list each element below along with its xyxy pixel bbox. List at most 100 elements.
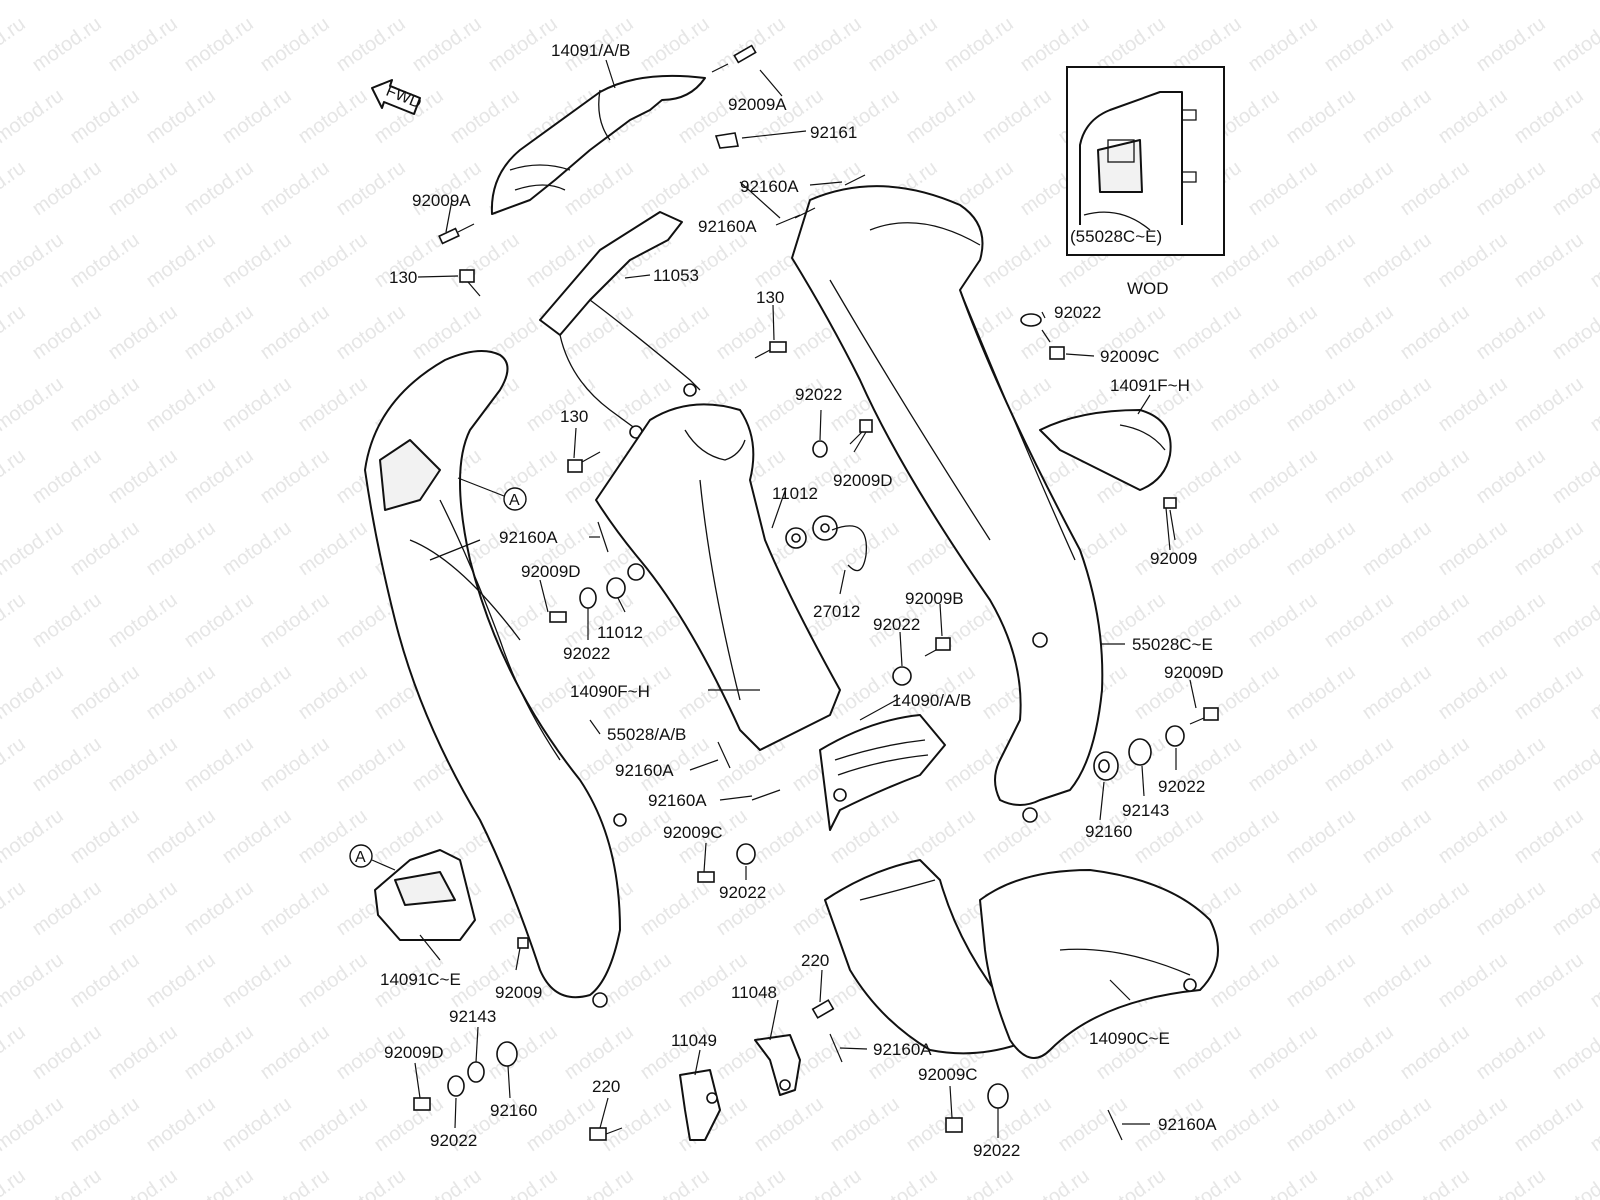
watermark-text: motod.ru: [598, 1093, 675, 1156]
watermark-text: motod.ru: [1244, 589, 1321, 652]
label-92009d-l: 92009D: [521, 562, 581, 581]
watermark-text: motod.ru: [180, 877, 257, 940]
watermark-text: motod.ru: [750, 1093, 827, 1156]
watermark-text: motod.ru: [826, 517, 903, 580]
watermark-text: motod.ru: [1282, 949, 1359, 1012]
watermark-text: motod.ru: [180, 157, 257, 220]
bolt-icon: [945, 1117, 963, 1133]
watermark-text: motod.ru: [1472, 13, 1549, 76]
grommet-icon: [1093, 751, 1119, 781]
watermark-text: motod.ru: [66, 517, 143, 580]
watermark-text: motod.ru: [1206, 1093, 1283, 1156]
watermark-text: motod.ru: [1396, 301, 1473, 364]
watermark-text: motod.ru: [560, 589, 637, 652]
watermark-text: motod.ru: [66, 1093, 143, 1156]
label-92009d-c: 92009D: [833, 471, 893, 490]
watermark-text: motod.ru: [712, 1165, 789, 1200]
watermark-text: motod.ru: [408, 157, 485, 220]
watermark-text: motod.ru: [446, 229, 523, 292]
label-92022-l: 92022: [563, 644, 610, 663]
watermark-text: motod.ru: [28, 877, 105, 940]
watermark-text: motod.ru: [218, 661, 295, 724]
clip-icon: [714, 132, 739, 149]
watermark-text: motod.ru: [1434, 661, 1511, 724]
bolt-icon: [1189, 707, 1219, 725]
label-55028ab: 55028/A/B: [607, 725, 686, 744]
watermark-text: motod.ru: [1244, 877, 1321, 940]
label-14090ab: 14090/A/B: [892, 691, 971, 710]
watermark-text: motod.ru: [1054, 0, 1131, 4]
watermark-text: motod.ru: [1586, 661, 1600, 724]
bolt-icon: [924, 637, 951, 657]
watermark-text: motod.ru: [1510, 1093, 1587, 1156]
watermark-text: motod.ru: [1472, 1021, 1549, 1084]
watermark-text: motod.ru: [408, 1165, 485, 1200]
watermark-text: motod.ru: [256, 301, 333, 364]
bolt-icon: [711, 44, 757, 73]
washer-icon: [467, 1061, 485, 1083]
watermark-text: motod.ru: [142, 0, 219, 4]
part-right-side-panel: [791, 185, 1104, 823]
watermark-text: motod.ru: [294, 373, 371, 436]
watermark-text: motod.ru: [256, 157, 333, 220]
inset-tag: WOD: [1127, 279, 1169, 298]
label-92160-l: 92160: [490, 1101, 537, 1120]
pin-icon: [717, 741, 731, 769]
watermark-text: motod.ru: [218, 0, 295, 4]
pin-icon: [751, 789, 781, 801]
watermark-text: motod.ru: [1434, 0, 1511, 4]
watermark-text: motod.ru: [104, 445, 181, 508]
watermark-text: motod.ru: [1510, 85, 1587, 148]
watermark-text: motod.ru: [142, 373, 219, 436]
watermark-text: motod.ru: [750, 0, 827, 4]
watermark-text: motod.ru: [0, 949, 68, 1012]
watermark-text: motod.ru: [1358, 805, 1435, 868]
watermark-text: motod.ru: [1282, 805, 1359, 868]
watermark-text: motod.ru: [978, 229, 1055, 292]
watermark-text: motod.ru: [28, 157, 105, 220]
label-92160a-6: 92160A: [873, 1040, 932, 1059]
watermark-text: motod.ru: [180, 733, 257, 796]
watermark-text: motod.ru: [180, 1165, 257, 1200]
watermark-text: motod.ru: [1472, 1165, 1549, 1200]
watermark-text: motod.ru: [180, 445, 257, 508]
watermark-text: motod.ru: [408, 13, 485, 76]
inset-caption: (55028C~E): [1070, 227, 1162, 246]
watermark-text: motod.ru: [1510, 949, 1587, 1012]
label-92160-r: 92160: [1085, 822, 1132, 841]
watermark-text: motod.ru: [294, 949, 371, 1012]
watermark-text: motod.ru: [1358, 373, 1435, 436]
watermark-text: motod.ru: [1434, 1093, 1511, 1156]
watermark-text: motod.ru: [294, 0, 371, 4]
watermark-text: motod.ru: [1434, 949, 1511, 1012]
leader-lines: [414, 59, 1197, 1138]
watermark-text: motod.ru: [28, 13, 105, 76]
watermark-text: motod.ru: [1168, 1165, 1245, 1200]
label-11053: 11053: [653, 266, 699, 285]
watermark-text: motod.ru: [66, 949, 143, 1012]
label-14090ce: 14090C~E: [1089, 1029, 1170, 1048]
label-92022-c: 92022: [795, 385, 842, 404]
watermark-text: motod.ru: [1396, 445, 1473, 508]
label-92009b: 92009B: [905, 589, 964, 608]
label-130-low: 130: [560, 407, 588, 426]
watermark-text: motod.ru: [1472, 877, 1549, 940]
watermark-text: motod.ru: [1472, 733, 1549, 796]
watermark-text: motod.ru: [142, 805, 219, 868]
watermark-text: motod.ru: [180, 1021, 257, 1084]
watermark-text: motod.ru: [826, 0, 903, 4]
label-92022-m2: 92022: [719, 883, 766, 902]
watermark-text: motod.ru: [294, 1093, 371, 1156]
watermark-text: motod.ru: [256, 1021, 333, 1084]
watermark-text: motod.ru: [218, 85, 295, 148]
watermark-text: motod.ru: [1244, 1021, 1321, 1084]
watermark-text: motod.ru: [1282, 1093, 1359, 1156]
bolt-icon: [438, 223, 475, 245]
watermark-text: motod.ru: [902, 1093, 979, 1156]
watermark-text: motod.ru: [636, 157, 713, 220]
watermark-text: motod.ru: [1054, 1093, 1131, 1156]
watermark-text: motod.ru: [218, 805, 295, 868]
label-92009c-m: 92009C: [663, 823, 723, 842]
watermark-text: motod.ru: [66, 85, 143, 148]
